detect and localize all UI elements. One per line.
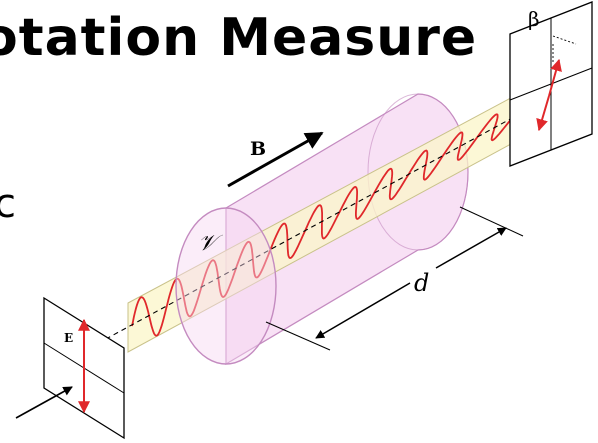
output-polarization-arrow-up [548,58,562,97]
magnetic-field-arrow [227,131,324,188]
distance-dimension-line [315,282,411,339]
output-analyzer-window [509,1,593,167]
magnetic-field-label: B [250,138,266,160]
partial-body-text: c [0,181,16,227]
slide-title: otation Measure [0,8,478,68]
rotation-angle-line [552,35,577,45]
propagation-axis [81,91,561,353]
distance-tick-far [459,206,524,237]
distance-tick-near [265,321,331,351]
distance-label: d [414,269,429,297]
distance-dimension-line-far [435,227,507,269]
cylinder-front-face [175,207,277,365]
output-polarization-arrow-down [536,95,550,132]
incoming-light-arrow [15,386,73,419]
electric-field-label: E [64,331,73,345]
rotation-angle-label: β [528,7,540,31]
cylinder-back-face [367,93,469,251]
